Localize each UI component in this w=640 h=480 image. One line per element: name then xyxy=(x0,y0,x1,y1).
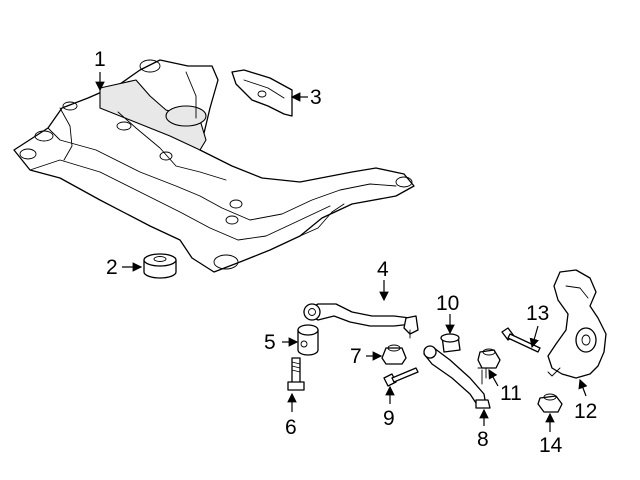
nut-11 xyxy=(477,348,501,369)
callout-9: 9 xyxy=(383,407,395,430)
callout-2: 2 xyxy=(106,256,118,279)
callout-10: 10 xyxy=(436,292,459,315)
callout-5: 5 xyxy=(264,331,276,354)
steering-knuckle xyxy=(547,269,607,379)
callout-12: 12 xyxy=(574,400,597,423)
callout-7: 7 xyxy=(350,345,362,368)
control-arm xyxy=(303,303,419,339)
bracket xyxy=(231,69,293,117)
bushing xyxy=(297,324,319,356)
callout-14: 14 xyxy=(539,434,563,457)
lower-link xyxy=(423,345,491,409)
nut-7 xyxy=(381,344,407,365)
callout-3: 3 xyxy=(310,86,322,109)
callout-1: 1 xyxy=(94,48,106,71)
nut-14 xyxy=(537,393,563,413)
callout-13: 13 xyxy=(526,302,549,325)
callout-6: 6 xyxy=(285,416,297,439)
bolt-diagonal xyxy=(383,367,419,387)
callout-4: 4 xyxy=(377,258,389,281)
front-subframe xyxy=(13,59,415,273)
callout-8: 8 xyxy=(477,428,489,451)
callout-11: 11 xyxy=(500,382,522,405)
small-bushing xyxy=(440,333,461,353)
rubber-mount xyxy=(143,253,177,279)
bolt-vertical xyxy=(287,357,305,391)
leader-lines xyxy=(95,72,588,432)
